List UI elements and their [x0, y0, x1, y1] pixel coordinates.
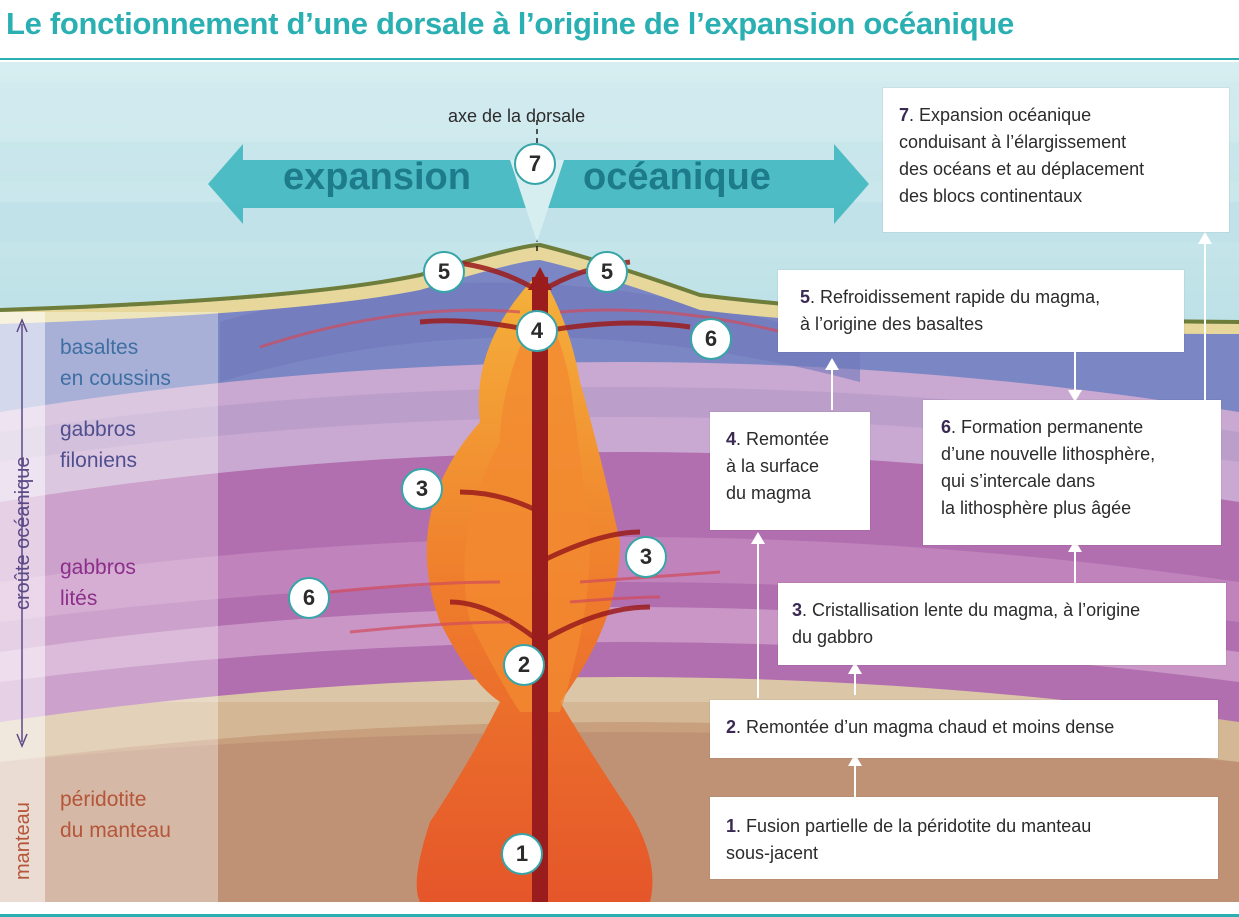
layered-gabbro-label-line1: gabbros — [60, 556, 136, 579]
dike-gabbro-label-line1: gabbros — [60, 418, 136, 441]
step-4-line1: . Remontée — [736, 429, 830, 449]
step-6-box: 6. Formation permanente d’une nouvelle l… — [923, 400, 1221, 545]
step-7-line4: des blocs continentaux — [899, 186, 1083, 206]
marker-6-left: 6 — [288, 577, 330, 619]
marker-3-left: 3 — [401, 468, 443, 510]
basalt-label-line2: en coussins — [60, 367, 171, 390]
ridge-axis-label: axe de la dorsale — [448, 106, 586, 126]
dike-gabbro-label-line2: filoniens — [60, 449, 138, 472]
step-3-line1: . Cristallisation lente du magma, à l’or… — [802, 600, 1141, 620]
step-7-line1: . Expansion océanique — [909, 105, 1092, 125]
step-1-box: 1. Fusion partielle de la péridotite du … — [710, 797, 1218, 879]
step-5-number: 5 — [800, 287, 811, 307]
step-3-line2: du gabbro — [792, 627, 874, 647]
marker-5-left: 5 — [423, 251, 465, 293]
step-1-line2: sous-jacent — [726, 843, 819, 863]
marker-3-right: 3 — [625, 536, 667, 578]
step-4-line2: à la surface — [726, 456, 820, 476]
page-title: Le fonctionnement d’une dorsale à l’orig… — [6, 6, 1014, 41]
step-1-line1: . Fusion partielle de la péridotite du m… — [736, 816, 1092, 836]
step-4-box: 4. Remontée à la surface du magma — [710, 412, 870, 530]
peridotite-label-line1: péridotite — [60, 788, 147, 811]
peridotite-label: péridotite du manteau — [60, 784, 171, 846]
step-7-number: 7 — [899, 105, 910, 125]
marker-4: 4 — [516, 310, 558, 352]
step-4-number: 4 — [726, 429, 737, 449]
step-4-line3: du magma — [726, 483, 812, 503]
expansion-word-right: océanique — [583, 156, 771, 198]
step-7-line2: conduisant à l’élargissement — [899, 132, 1127, 152]
step-1-number: 1 — [726, 816, 737, 836]
step-3-box: 3. Cristallisation lente du magma, à l’o… — [778, 583, 1226, 665]
dike-gabbro-label: gabbros filoniens — [60, 414, 137, 476]
step-3-number: 3 — [792, 600, 803, 620]
marker-7: 7 — [514, 143, 556, 185]
basalt-label-line1: basaltes — [60, 336, 139, 359]
mantle-side-label: manteau — [12, 802, 34, 880]
step-5-box: 5. Refroidissement rapide du magma, à l’… — [778, 270, 1184, 352]
layered-gabbro-label: gabbros lités — [60, 552, 136, 614]
marker-2: 2 — [503, 644, 545, 686]
magma-channel — [532, 277, 548, 902]
step-6-line4: la lithosphère plus âgée — [941, 498, 1132, 518]
step-2-line1: . Remontée d’un magma chaud et moins den… — [736, 717, 1115, 737]
marker-6-right: 6 — [690, 318, 732, 360]
step-5-line2: à l’origine des basaltes — [800, 314, 984, 334]
step-6-line2: d’une nouvelle lithosphère, — [941, 444, 1156, 464]
step-6-line1: . Formation permanente — [951, 417, 1144, 437]
step-5-line1: . Refroidissement rapide du magma, — [810, 287, 1101, 307]
crust-side-label: croûte océanique — [12, 456, 34, 610]
peridotite-label-line2: du manteau — [60, 819, 171, 842]
step-7-box: 7. Expansion océanique conduisant à l’él… — [883, 88, 1229, 232]
marker-1: 1 — [501, 833, 543, 875]
layered-gabbro-label-line2: lités — [60, 587, 98, 610]
step-6-number: 6 — [941, 417, 952, 437]
title-divider — [0, 58, 1239, 60]
step-6-line3: qui s’intercale dans — [941, 471, 1096, 491]
step-7-line3: des océans et au déplacement — [899, 159, 1145, 179]
marker-5-right: 5 — [586, 251, 628, 293]
bottom-divider — [0, 914, 1239, 917]
expansion-word-left: expansion — [283, 156, 471, 198]
step-2-number: 2 — [726, 717, 737, 737]
basalt-label: basaltes en coussins — [60, 332, 171, 394]
step-2-box: 2. Remontée d’un magma chaud et moins de… — [710, 700, 1218, 758]
